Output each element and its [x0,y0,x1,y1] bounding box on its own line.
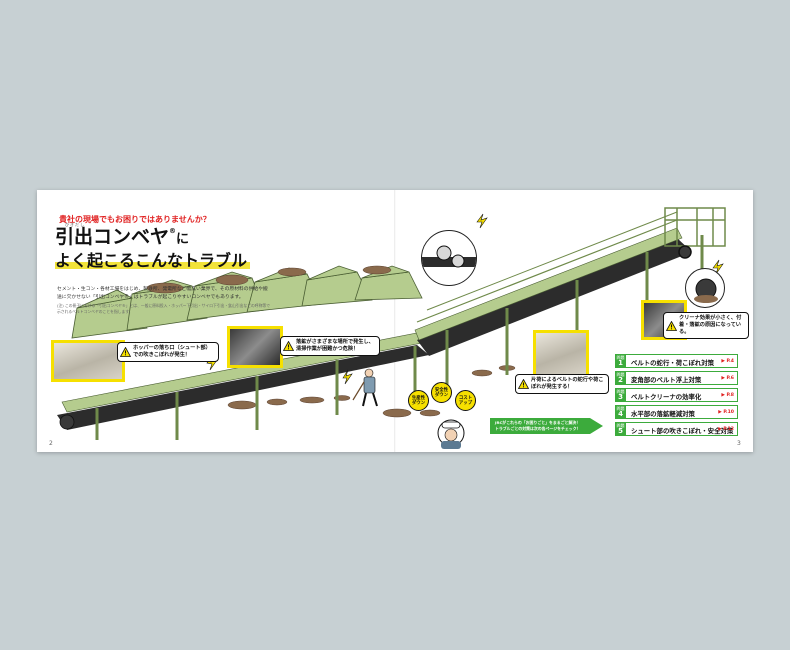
badge-productivity-down: 生産性 ダウン [408,390,429,411]
callout-belt-walk-text: 片荷によるベルトの蛇行や荷こぼれが発生する！ [531,377,604,390]
callout-hopper-text: ホッパーの落ち口（シュート部）での吹きこぼれが発生！ [133,345,211,358]
banner-text: JRCがこれらの「お困りごと」をまるごと解決！ トラブルごとの対策は次の各ページ… [495,420,580,432]
badge-cost-line1: コスト [458,396,473,401]
badge-productivity-line1: 生産性 [411,396,426,401]
tab-number: 3 [618,393,623,401]
photo-scattered-ore [227,326,283,368]
tab-number: 5 [618,427,623,435]
tab-label: 問題 [616,355,625,360]
badge-safety-down: 安全性 ダウン [431,382,452,403]
magnifier-head-pulley [685,268,725,308]
callout-scattered-text: 落鉱がさまざまな場所で発生し、清掃作業が困難かつ危険！ [296,339,374,352]
title-line1: 引出コンベヤ [55,226,170,248]
callout-hopper-spill: ホッパーの落ち口（シュート部）での吹きこぼれが発生！ [117,342,219,362]
support-legs [95,346,417,440]
head-platform [664,207,726,259]
warning-icon [518,379,529,389]
arrow-shape [490,418,603,434]
title-ruby: ひきだし [65,222,85,227]
trouble-page-link[interactable]: ▶ P.12 [718,427,734,432]
idler-detail-graphic [422,245,476,268]
tab-label: 問題 [616,389,625,394]
badge-cost-line2: アップ [458,401,473,406]
tab-number: 1 [618,359,623,367]
badge-safety-line2: ダウン [434,393,449,398]
photo-belt-walk [533,330,589,378]
trouble-page-link[interactable]: ▶ P.4 [721,359,734,364]
worker-figure [352,368,378,407]
banner-line2: トラブルごとの対策は次の各ページをチェック！ [495,426,581,431]
kicker-text: 貴社の現場でもお困りではありませんか？ [59,215,211,224]
page-title: 引出コンベヤ®に よく起こるこんなトラブル [55,226,251,269]
page-number-right: 3 [737,440,741,447]
trouble-label: 変角部のベルト浮上対策 [631,376,702,384]
worker-face-icon [437,419,465,449]
page-fold [394,190,396,452]
trouble-label: ベルトの蛇行・荷こぼれ対策 [631,359,715,367]
badge-cost-up: コスト アップ [455,390,476,411]
trouble-page-link[interactable]: ▶ P.8 [721,393,734,398]
callout-belt-walk: 片荷によるベルトの蛇行や荷こぼれが発生する！ [515,374,609,394]
trouble-label: 水平部の落鉱軽減対策 [631,410,695,418]
photo-hopper-spill [51,340,125,382]
banner-line1: JRCがこれらの「お困りごと」をまるごと解決！ [495,420,581,425]
page-number-left: 2 [49,440,53,447]
callout-cleaner: クリーナ効果が小さく、付着・落鉱の原因になっている。 [663,312,749,339]
footnote-text: (注) この冊子における「引出コンベヤ®」とは、一般に原料投入・ホッパー下引出・… [57,303,270,314]
trouble-page-link[interactable]: ▶ P.6 [721,376,734,381]
title-line2: よく起こるこんなトラブル [55,253,251,269]
solution-banner: JRCがこれらの「お困りごと」をまるごと解決！ トラブルごとの対策は次の各ページ… [490,418,603,434]
trouble-page-link[interactable]: ▶ P.10 [718,410,734,415]
badge-safety-line1: 安全性 [434,388,449,393]
callout-scattered-ore: 落鉱がさまざまな場所で発生し、清掃作業が困難かつ危険！ [280,336,380,356]
tab-label: 問題 [616,406,625,411]
tab-label: 問題 [616,423,625,428]
intro-text: セメント・生コン・各材工場をはじめ、製鉄所、発電所など幅広い業界で、その原材料の… [57,287,268,300]
conveyor-illustration [57,207,726,449]
tab-number: 4 [618,410,623,418]
callout-cleaner-text: クリーナ効果が小さく、付着・落鉱の原因になっている。 [679,315,742,335]
trouble-label: ベルトクリーナの効率化 [631,393,702,401]
warning-icon [120,347,131,357]
trouble-label: シュート部の吹きこぼれ・安全対策 [631,427,734,435]
tab-number: 2 [618,376,623,384]
title-particle: に [176,232,190,247]
magnifier-idler [421,230,477,286]
brochure-spread: 貴社の現場でもお困りではありませんか？ ひきだし 引出コンベヤ®に よく起こるこ… [37,190,753,452]
badge-productivity-line2: ダウン [411,401,426,406]
warning-icon [666,320,677,331]
pulley-detail-graphic [694,278,718,303]
title-registered-mark: ® [169,227,177,235]
tab-label: 問題 [616,372,625,377]
warning-icon [283,341,294,351]
